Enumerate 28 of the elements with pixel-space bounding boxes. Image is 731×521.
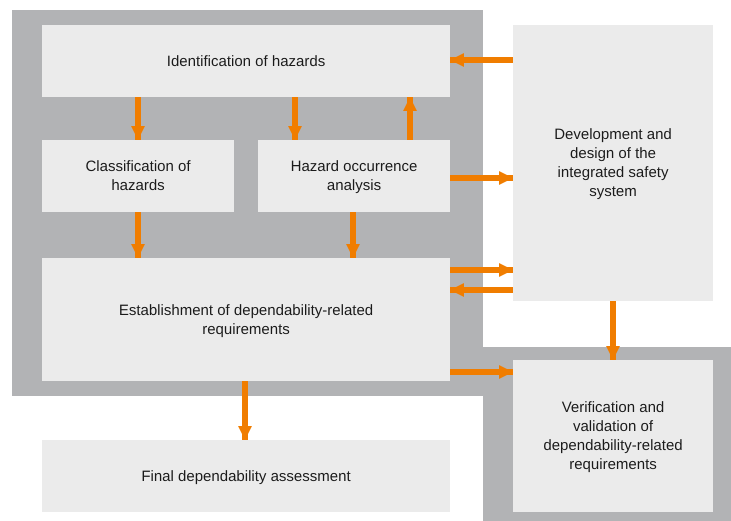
arrow [346, 212, 360, 258]
arrow [450, 365, 513, 379]
arrow [403, 97, 417, 140]
box-label: Classification of hazards [84, 157, 192, 195]
arrow [606, 301, 620, 360]
arrow [450, 263, 513, 277]
arrow [450, 283, 513, 297]
background-panel [483, 347, 731, 521]
process-box [513, 360, 713, 512]
arrow [450, 53, 513, 67]
process-box [42, 258, 450, 381]
process-box [258, 140, 450, 212]
process-box [42, 140, 234, 212]
process-box [42, 25, 450, 97]
arrow [238, 381, 252, 440]
box-label: Establishment of dependability-related requirements [118, 300, 374, 338]
arrow [131, 97, 145, 140]
box-label: Identification of hazards [166, 52, 326, 70]
box-label: Final dependability assessment [140, 466, 352, 486]
background-panel [12, 10, 483, 396]
arrow [131, 212, 145, 258]
box-label: Verification and validation of dependability-related requirements [542, 398, 684, 474]
box-label: Development and design of the integrated safety system [553, 125, 673, 201]
process-box [513, 25, 713, 301]
arrow [288, 97, 302, 140]
arrow [450, 171, 513, 185]
process-box [42, 440, 450, 512]
box-label: Hazard occurrence analysis [290, 157, 418, 195]
